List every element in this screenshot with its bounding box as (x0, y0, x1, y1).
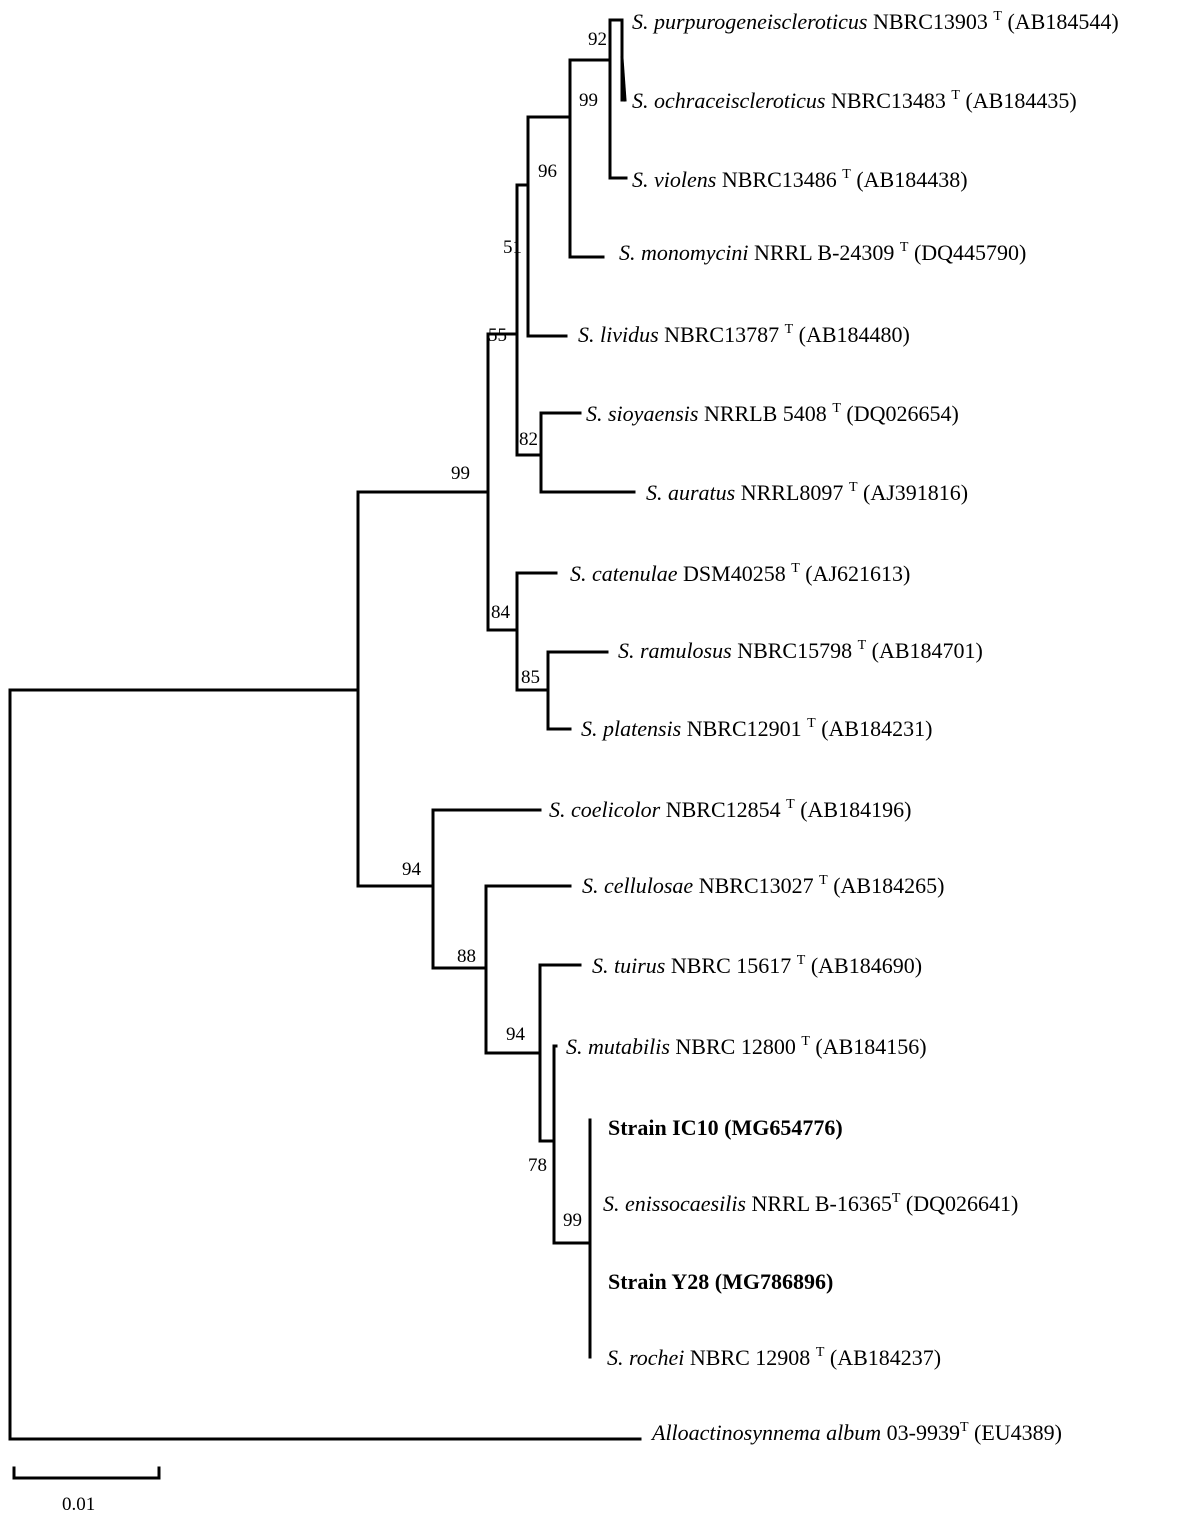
taxon-label: S. lividus NBRC13787 T (AB184480) (578, 313, 910, 347)
taxon-labels: S. purpurogeneiscleroticus NBRC13903 T (… (549, 0, 1119, 1445)
clade-78-branch (552, 1044, 592, 1245)
bootstrap-value: 99 (563, 1210, 582, 1231)
root-branch (8, 688, 642, 1441)
clade-82-branch (539, 411, 636, 494)
bootstrap-value: 51 (503, 237, 522, 258)
tip-ochraceiscleroticus (620, 56, 627, 102)
bootstrap-value: 96 (538, 161, 557, 182)
taxon-label-strain-ic10: Strain IC10 (MG654776) (608, 1115, 843, 1140)
tree-branches (8, 18, 642, 1480)
taxon-label: S. auratus NRRL8097 T (AJ391816) (646, 471, 968, 505)
taxon-label: S. purpurogeneiscleroticus NBRC13903 T (… (632, 0, 1119, 34)
clade-84-branch (515, 571, 558, 692)
bootstrap-value: 82 (519, 429, 538, 450)
taxon-label: S. tuirus NBRC 15617 T (AB184690) (592, 944, 922, 978)
clade-96-branch (526, 115, 572, 338)
taxon-label-strain-y28: Strain Y28 (MG786896) (608, 1269, 833, 1294)
taxon-label: S. coelicolor NBRC12854 T (AB184196) (549, 788, 911, 822)
taxon-label: S. platensis NBRC12901 T (AB184231) (581, 707, 932, 741)
bootstrap-value: 84 (491, 602, 511, 623)
taxon-label-outgroup: Alloactinosynnema album 03-9939T (EU4389… (650, 1411, 1062, 1445)
taxon-label: S. ochraceiscleroticus NBRC13483 T (AB18… (632, 79, 1077, 113)
bootstrap-value: 94 (506, 1024, 526, 1045)
clade-94b-branch (538, 963, 582, 1143)
taxon-label: S. sioyaensis NRRLB 5408 T (DQ026654) (586, 392, 959, 426)
clade-92-branch (608, 18, 628, 180)
scale-bar-line (12, 1466, 161, 1480)
bootstrap-value: 92 (588, 29, 607, 50)
clade-88-branch (484, 884, 572, 1055)
taxon-label: S. mutabilis NBRC 12800 T (AB184156) (566, 1025, 927, 1059)
taxon-label: S. catenulae DSM40258 T (AJ621613) (570, 552, 910, 586)
clade-upper-branch (356, 490, 490, 888)
bootstrap-value: 94 (402, 859, 422, 880)
bootstrap-value: 99 (451, 463, 470, 484)
clade-51-branch (515, 183, 543, 457)
bootstrap-value: 55 (488, 325, 507, 346)
taxon-label: S. rochei NBRC 12908 T (AB184237) (607, 1336, 941, 1370)
scale-bar-label: 0.01 (62, 1494, 95, 1515)
clade-94-branch (431, 808, 542, 970)
taxon-label: S. cellulosae NBRC13027 T (AB184265) (582, 864, 944, 898)
bootstrap-values: 92 99 96 51 55 82 99 84 85 94 88 94 78 9… (402, 29, 607, 1231)
taxon-label: S. enissocaesilis NRRL B-16365T (DQ02664… (603, 1182, 1018, 1216)
taxon-label: S. violens NBRC13486 T (AB184438) (632, 158, 968, 192)
bootstrap-value: 85 (521, 667, 540, 688)
clade-99-violens-branch (568, 58, 612, 259)
taxon-label: S. ramulosus NBRC15798 T (AB184701) (618, 629, 983, 663)
bootstrap-value: 88 (457, 946, 476, 967)
clade-85-branch (546, 650, 609, 731)
taxon-label: S. monomycini NRRL B-24309 T (DQ445790) (619, 231, 1026, 265)
bootstrap-value: 99 (579, 90, 598, 111)
clade-55-branch (486, 332, 519, 632)
bootstrap-value: 78 (528, 1155, 547, 1176)
